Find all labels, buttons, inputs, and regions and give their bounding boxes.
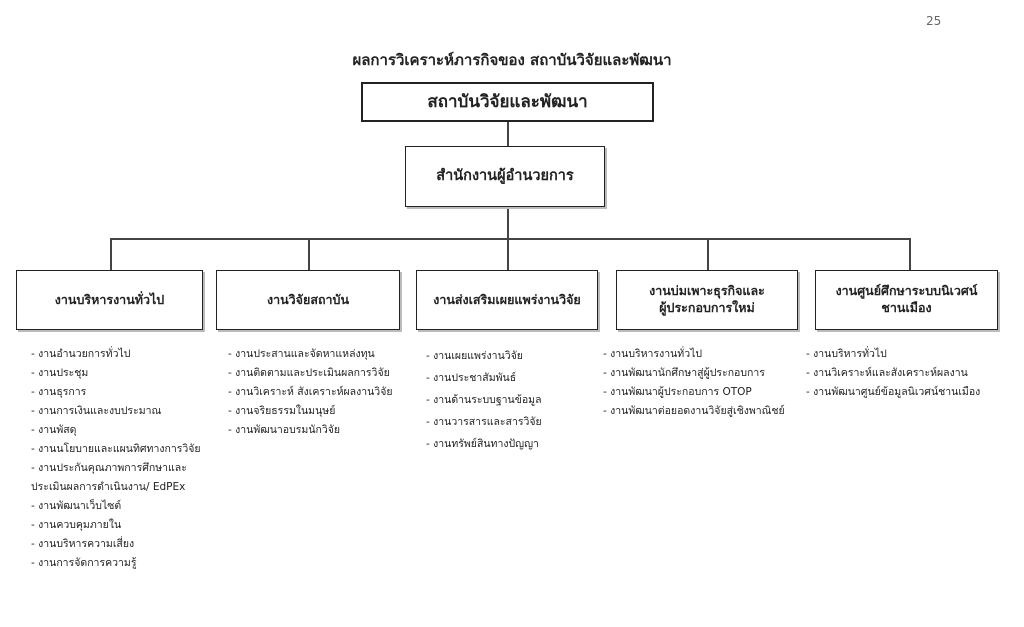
unit-label: งานส่งเสริมเผยแพร่งานวิจัย	[433, 291, 581, 307]
unit-box-general-admin: งานบริหารงานทั่วไป	[16, 270, 203, 330]
connector-office-bus	[507, 207, 509, 238]
task-item: - งานพัฒนาเว็บไซต์	[31, 500, 122, 512]
task-item: - งานธุรการ	[31, 386, 87, 398]
task-item: - งานบริหารงานทั่วไป	[603, 348, 703, 360]
unit-label: งานบริหารงานทั่วไป	[54, 291, 165, 307]
task-list-suburban-ecosystem: - งานบริหารทั่วไป - งานวิเคราะห์และสังเค…	[806, 345, 980, 402]
page-number: 25	[926, 14, 942, 28]
unit-label: งานบ่มเพาะธุรกิจและ ผู้ประกอบการใหม่	[649, 283, 765, 317]
task-list-business-incubation: - งานบริหารงานทั่วไป - งานพัฒนานักศึกษาส…	[603, 345, 785, 421]
diagram-title: ผลการวิเคราะห์ภารกิจของ สถาบันวิจัยและพั…	[352, 51, 672, 69]
connector-unit-4	[707, 238, 709, 270]
task-item: - งานด้านระบบฐานข้อมูล	[426, 394, 542, 406]
task-list-institutional-research: - งานประสานและจัดหาแหล่งทุน - งานติดตามแ…	[228, 345, 393, 440]
connector-unit-3	[507, 238, 509, 270]
task-list-general-admin: - งานอำนวยการทั่วไป - งานประชุม - งานธุร…	[31, 345, 201, 573]
connector-root-office	[507, 121, 509, 146]
task-item: - งานบริหารความเสี่ยง	[31, 538, 135, 550]
unit-box-institutional-research: งานวิจัยสถาบัน	[216, 270, 400, 330]
connector-bus	[110, 238, 910, 240]
task-item: - งานพัฒนาศูนย์ข้อมูลนิเวศน์ชานเมือง	[806, 386, 981, 398]
task-item: - งานวารสารและสารวิจัย	[426, 416, 542, 428]
connector-unit-1	[110, 238, 112, 270]
task-item: - งานพัฒนาต่อยอดงานวิจัยสู่เชิงพาณิชย์	[603, 405, 785, 417]
task-item: - งานติดตามและประเมินผลการวิจัย	[228, 367, 390, 379]
task-item: - งานพัฒนาอบรมนักวิจัย	[228, 424, 341, 436]
task-item: - งานจริยธรรมในมนุษย์	[228, 405, 336, 417]
unit-box-business-incubation: งานบ่มเพาะธุรกิจและ ผู้ประกอบการใหม่	[616, 270, 798, 330]
root-box: สถาบันวิจัยและพัฒนา	[361, 82, 654, 122]
task-item: - งานวิเคราะห์และสังเคราะห์ผลงาน	[806, 367, 968, 379]
unit-box-suburban-ecosystem: งานศูนย์ศึกษาระบบนิเวศน์ ชานเมือง	[815, 270, 998, 330]
unit-label-line2: ชานเมือง	[881, 300, 932, 315]
unit-label: งานวิจัยสถาบัน	[266, 291, 350, 307]
task-item: - งานพัฒนานักศึกษาสู่ผู้ประกอบการ	[603, 367, 765, 379]
office-label: สำนักงานผู้อำนวยการ	[436, 167, 574, 184]
task-item: - งานประชุม	[31, 367, 89, 379]
task-item: - งานเผยแพร่งานวิจัย	[426, 350, 523, 362]
task-item: - งานประกันคุณภาพการศึกษาและ	[31, 462, 187, 474]
task-item: - งานประชาสัมพันธ์	[426, 372, 517, 384]
unit-box-research-dissemination: งานส่งเสริมเผยแพร่งานวิจัย	[416, 270, 598, 330]
connector-unit-5	[909, 238, 911, 270]
task-item: - งานพัสดุ	[31, 424, 77, 436]
task-item: - งานการจัดการความรู้	[31, 557, 137, 569]
office-box: สำนักงานผู้อำนวยการ	[405, 146, 605, 207]
connector-unit-2	[308, 238, 310, 270]
unit-label: งานศูนย์ศึกษาระบบนิเวศน์ ชานเมือง	[836, 283, 978, 317]
task-item: - งานทรัพย์สินทางปัญญา	[426, 438, 539, 450]
task-item: - งานนโยบายและแผนทิศทางการวิจัย	[31, 443, 201, 455]
task-item: ประเมินผลการดำเนินงาน/ EdPEx	[31, 481, 186, 493]
unit-label-line2: ผู้ประกอบการใหม่	[659, 300, 755, 315]
task-item: - งานการเงินและงบประมาณ	[31, 405, 162, 417]
task-item: - งานประสานและจัดหาแหล่งทุน	[228, 348, 375, 360]
task-list-research-dissemination: - งานเผยแพร่งานวิจัย - งานประชาสัมพันธ์ …	[426, 345, 542, 455]
unit-label-line1: งานบ่มเพาะธุรกิจและ	[649, 283, 765, 299]
task-item: - งานบริหารทั่วไป	[806, 348, 887, 360]
task-item: - งานพัฒนาผู้ประกอบการ OTOP	[603, 386, 752, 398]
task-item: - งานอำนวยการทั่วไป	[31, 348, 131, 360]
unit-label-line1: งานศูนย์ศึกษาระบบนิเวศน์	[835, 283, 978, 299]
task-item: - งานควบคุมภายใน	[31, 519, 122, 531]
task-item: - งานวิเคราะห์ สังเคราะห์ผลงานวิจัย	[228, 386, 393, 398]
root-label: สถาบันวิจัยและพัฒนา	[427, 91, 588, 112]
